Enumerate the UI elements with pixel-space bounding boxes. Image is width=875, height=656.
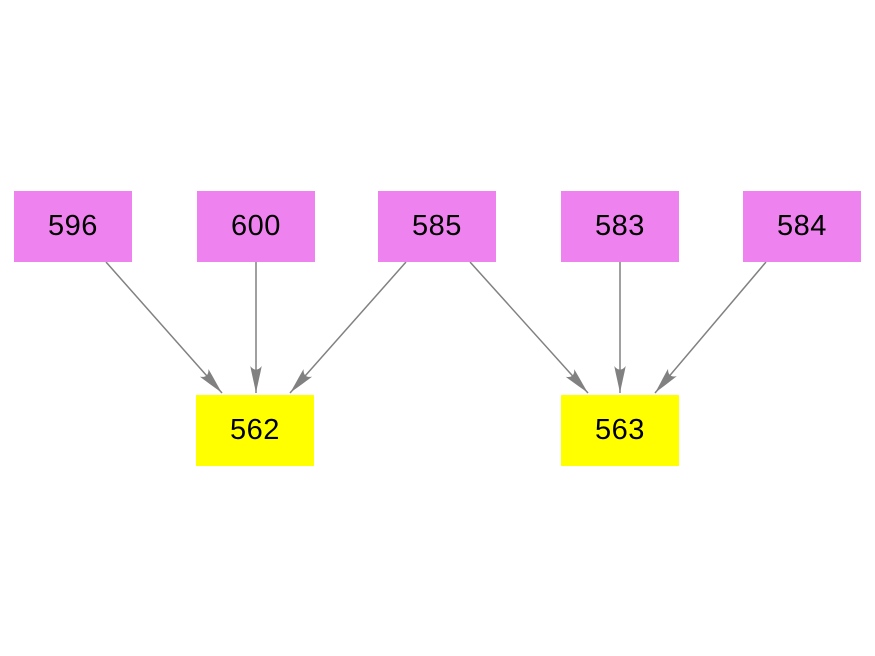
node-label: 585	[412, 210, 462, 242]
node-596: 596	[14, 191, 132, 262]
edge-585-to-563	[469, 261, 589, 394]
edge-596-to-562	[105, 261, 223, 394]
node-584: 584	[743, 191, 861, 262]
node-label: 562	[230, 414, 280, 446]
node-label: 583	[595, 210, 645, 242]
node-562: 562	[196, 395, 314, 466]
node-label: 596	[48, 210, 98, 242]
node-563: 563	[561, 395, 679, 466]
edge-584-to-563	[654, 261, 767, 394]
node-label: 584	[777, 210, 827, 242]
node-600: 600	[197, 191, 315, 262]
node-585: 585	[378, 191, 496, 262]
edge-585-to-562	[289, 261, 407, 394]
node-583: 583	[561, 191, 679, 262]
node-label: 600	[231, 210, 281, 242]
node-label: 563	[595, 414, 645, 446]
